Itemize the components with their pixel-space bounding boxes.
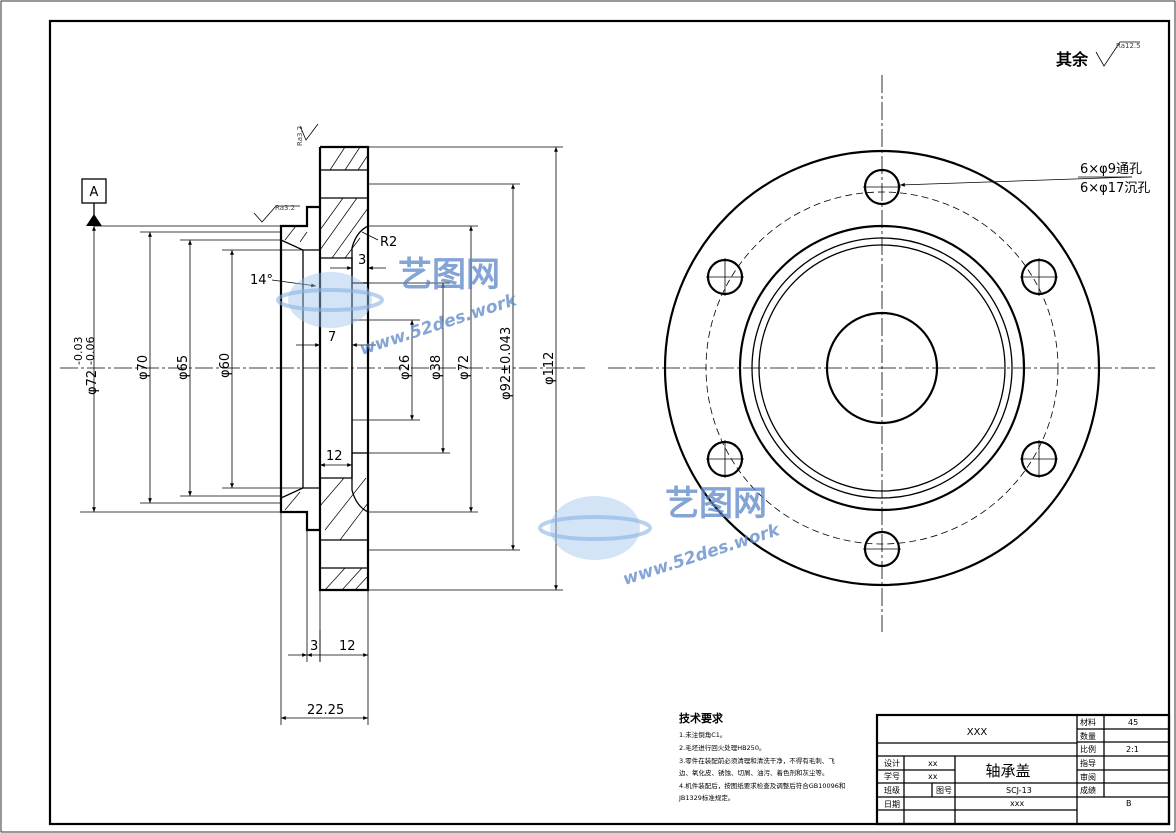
datum-label: A	[90, 185, 99, 200]
dim-d72-lower: -0.06	[84, 337, 97, 365]
svg-text:成绩: 成绩	[1080, 785, 1096, 795]
svg-text:边、氧化皮、锈蚀、切屑、油污、着色剂和灰尘等。: 边、氧化皮、锈蚀、切屑、油污、着色剂和灰尘等。	[679, 768, 829, 777]
tech-title: 技术要求	[679, 711, 724, 725]
dim-r2: R2	[380, 235, 397, 250]
svg-text:2:1: 2:1	[1126, 745, 1139, 754]
svg-text:www.52des.work: www.52des.work	[620, 520, 783, 590]
dim-d72-upper: -0.03	[72, 337, 85, 365]
svg-text:xxx: xxx	[1010, 799, 1024, 808]
watermark-2: 艺图网 www.52des.work	[538, 484, 784, 590]
roughness-symbols: Ra3.2 Ra3.2 其余 Ra12.5	[253, 41, 1141, 223]
tb-part-name: 轴承盖	[985, 762, 1030, 780]
dim-d92: φ92±0.043	[499, 327, 514, 400]
dim-d65: φ65	[176, 355, 191, 380]
bottom-dimensions: 3 12 22.25	[280, 512, 369, 725]
dim-d26: φ26	[398, 355, 413, 380]
svg-text:JB1329标准规定。: JB1329标准规定。	[678, 793, 734, 802]
svg-text:3.零件在装配前必须清理和清洗干净，不得有毛刺、飞: 3.零件在装配前必须清理和清洗干净，不得有毛刺、飞	[679, 756, 835, 765]
dim-d70: φ70	[136, 355, 151, 380]
front-view: 6×φ9通孔 6×φ17沉孔	[608, 75, 1155, 632]
dim-angle: 14°	[250, 273, 273, 288]
dim-d72: φ72	[457, 355, 472, 380]
dim-3-top: 3	[358, 253, 366, 268]
svg-text:xx: xx	[928, 759, 938, 768]
dim-d112: φ112	[542, 352, 557, 385]
watermark-1: 艺图网 www.52des.work	[276, 255, 521, 360]
tech-requirements: 技术要求 1.未注倒角C1。 2.毛坯进行回火处理HB250。 3.零件在装配前…	[678, 711, 845, 802]
svg-text:艺图网: 艺图网	[665, 484, 767, 524]
svg-text:审阅: 审阅	[1080, 772, 1096, 782]
svg-text:图号: 图号	[936, 786, 952, 795]
svg-text:班级: 班级	[884, 785, 900, 795]
dim-7: 7	[328, 330, 336, 345]
svg-text:艺图网: 艺图网	[398, 255, 500, 295]
svg-text:比例: 比例	[1080, 744, 1096, 754]
svg-text:日期: 日期	[884, 800, 900, 809]
dim-d72-tol: φ72	[85, 370, 100, 395]
tb-company: XXX	[967, 727, 988, 738]
dim-3-bottom: 3	[310, 639, 318, 654]
svg-text:指导: 指导	[1080, 758, 1096, 768]
svg-text:2.毛坯进行回火处理HB250。: 2.毛坯进行回火处理HB250。	[679, 743, 765, 752]
svg-text:学号: 学号	[884, 771, 900, 781]
holes-note-line2: 6×φ17沉孔	[1080, 181, 1150, 196]
bolt-holes	[706, 168, 1058, 568]
svg-text:1.未注倒角C1。: 1.未注倒角C1。	[679, 730, 726, 739]
svg-text:45: 45	[1128, 718, 1138, 727]
dim-total: 22.25	[307, 703, 344, 718]
svg-text:SCJ-13: SCJ-13	[1006, 786, 1032, 795]
svg-text:材料: 材料	[1080, 717, 1096, 727]
inner-border	[48, 19, 1171, 826]
dim-d60: φ60	[218, 353, 233, 378]
svg-text:xx: xx	[928, 772, 938, 781]
svg-text:设计: 设计	[884, 758, 900, 768]
svg-text:Ra3.2: Ra3.2	[296, 126, 304, 146]
svg-text:4.机件装配后，按图纸要求检查及调整后符合GB10096和: 4.机件装配后，按图纸要求检查及调整后符合GB10096和	[679, 781, 845, 790]
svg-text:数量: 数量	[1080, 731, 1096, 741]
dim-d38: φ38	[429, 355, 444, 380]
hatching	[284, 146, 369, 591]
dim-12-mid: 12	[326, 449, 343, 464]
right-diameter-dimensions: φ26 φ38 φ72 φ92±0.043 φ112	[352, 146, 563, 591]
dim-12-bottom: 12	[339, 639, 356, 654]
holes-note-line1: 6×φ9通孔	[1080, 162, 1142, 177]
datum-a: A	[81, 178, 281, 227]
title-block: XXX 轴承盖 材料 45 数量 比例 2:1 指导 审阅 成绩 设计 xx 学…	[875, 713, 1171, 826]
svg-text:B: B	[1126, 799, 1132, 808]
feature-dimensions: 14° R2 3 7 12	[250, 231, 397, 467]
roughness-rest-label: 其余	[1056, 50, 1089, 69]
roughness-rest-value: Ra12.5	[1116, 42, 1141, 50]
left-diameter-dimensions: φ72 -0.03 -0.06 φ70 φ65 φ60	[72, 225, 303, 513]
svg-text:Ra3.2: Ra3.2	[275, 204, 295, 212]
